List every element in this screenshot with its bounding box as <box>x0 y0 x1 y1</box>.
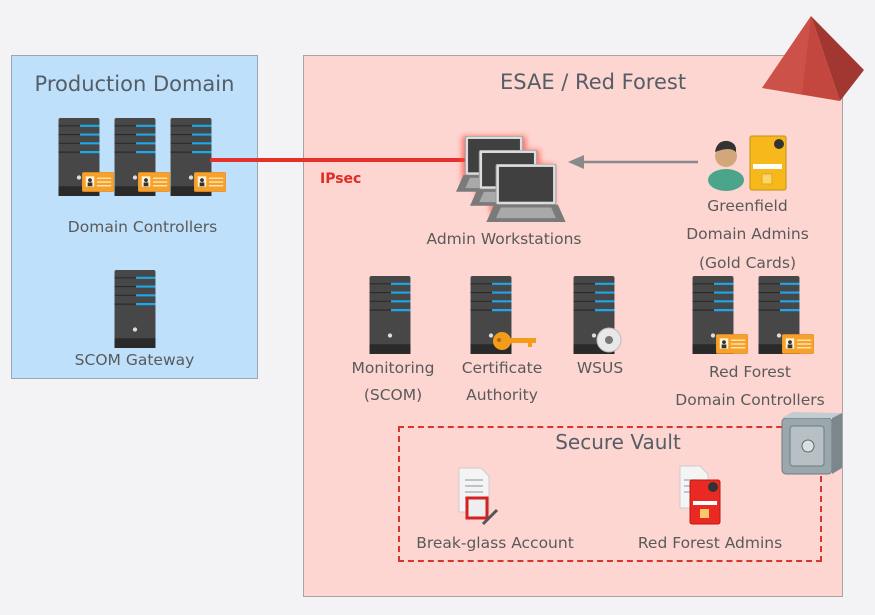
scom-gateway-server[interactable] <box>114 270 156 348</box>
domain-controllers-group <box>58 118 226 196</box>
wsus-label: WSUS <box>576 359 624 377</box>
certificate-authority-label-line1: Certificate <box>461 359 543 377</box>
greenfield-label-line1: Greenfield <box>707 197 788 215</box>
scom-gateway-label: SCOM Gateway <box>74 351 195 369</box>
red-forest-dcs-label-line2: Domain Controllers <box>675 391 825 409</box>
wsus-server[interactable] <box>573 276 633 356</box>
red-forest-dc-server[interactable] <box>692 276 748 354</box>
gold-card-icon <box>749 135 787 191</box>
red-forest-dcs-label-line1: Red Forest <box>709 363 791 381</box>
red-forest-admins-icon[interactable] <box>678 464 728 528</box>
id-card-icon <box>82 172 114 192</box>
red-forest-dcs-group <box>692 276 814 354</box>
ipsec-label: IPsec <box>320 171 362 187</box>
key-icon <box>493 332 536 350</box>
id-card-icon <box>138 172 170 192</box>
monitoring-label-line1: Monitoring <box>351 359 435 377</box>
secure-vault-zone <box>398 426 822 562</box>
break-glass-account-icon[interactable] <box>455 466 503 530</box>
greenfield-admins-icons[interactable] <box>704 134 790 192</box>
greenfield-label-line3: (Gold Cards) <box>699 254 796 272</box>
admin-workstations-icon[interactable] <box>448 132 578 224</box>
disc-icon <box>596 327 622 353</box>
admin-workstations-label: Admin Workstations <box>426 230 582 248</box>
red-forest-pyramid-icon <box>762 16 864 101</box>
id-card-icon <box>194 172 226 192</box>
monitoring-scom-server[interactable] <box>369 276 411 354</box>
domain-controller-server[interactable] <box>114 118 170 196</box>
red-forest-dc-server[interactable] <box>758 276 814 354</box>
domain-controller-server[interactable] <box>58 118 114 196</box>
monitoring-label-line2: (SCOM) <box>363 386 423 404</box>
user-icon <box>708 140 744 191</box>
production-domain-title: Production Domain <box>34 72 235 96</box>
certificate-authority-server[interactable] <box>470 276 540 354</box>
domain-controllers-label: Domain Controllers <box>67 218 218 236</box>
certificate-authority-label-line2: Authority <box>466 386 538 404</box>
secure-vault-title: Secure Vault <box>555 430 681 454</box>
red-forest-title: ESAE / Red Forest <box>500 70 687 94</box>
red-card-icon <box>689 479 721 525</box>
hammer-icon <box>481 508 499 526</box>
laptop-icon <box>486 164 566 222</box>
ipsec-connection-line <box>210 155 472 165</box>
id-card-icon <box>782 334 814 354</box>
access-arrow <box>568 155 698 169</box>
break-glass-account-label: Break-glass Account <box>416 534 574 552</box>
safe-icon <box>781 412 842 475</box>
id-card-icon <box>716 334 748 354</box>
greenfield-label-line2: Domain Admins <box>686 225 809 243</box>
red-forest-admins-label: Red Forest Admins <box>637 534 783 552</box>
